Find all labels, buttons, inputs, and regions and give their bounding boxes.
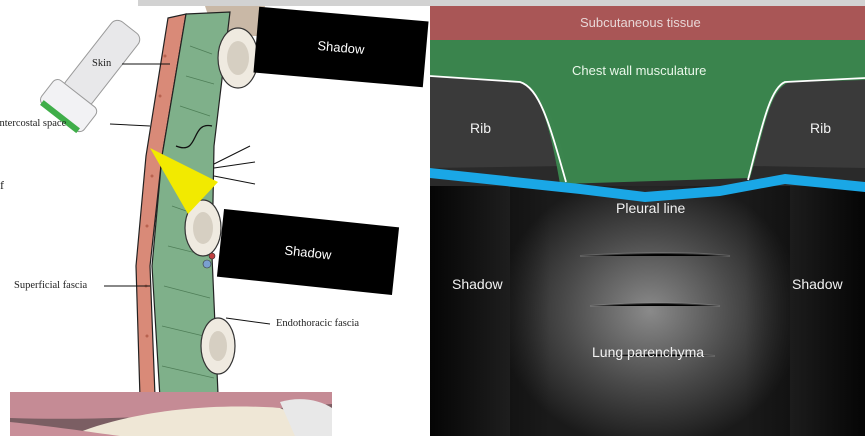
rib-right-label: Rib <box>810 120 831 136</box>
pleural-line-label: Pleural line <box>616 200 685 216</box>
skin-label: Skin <box>92 58 111 69</box>
anatomy-photo-strip <box>10 392 332 436</box>
shadow-right-label: Shadow <box>792 276 843 292</box>
muscle-label: Chest wall musculature <box>572 63 706 78</box>
text-fragment: f <box>0 178 4 193</box>
endothoracic-fascia-label: Endothoracic fascia <box>276 318 359 329</box>
shadow-left-label: Shadow <box>452 276 503 292</box>
ultrasound-image: Subcutaneous tissue Chest wall musculatu… <box>430 6 865 436</box>
shadow-lower-label: Shadow <box>284 242 332 262</box>
ultrasound-probe <box>37 11 151 136</box>
rib-left-label: Rib <box>470 120 491 136</box>
shadow-upper-label: Shadow <box>317 37 365 56</box>
intercostal-space-label: Intercostal space <box>0 118 66 129</box>
lung-parenchyma-label: Lung parenchyma <box>592 344 704 360</box>
subcutaneous-label: Subcutaneous tissue <box>580 15 701 30</box>
superficial-fascia-label: Superficial fascia <box>14 280 87 291</box>
